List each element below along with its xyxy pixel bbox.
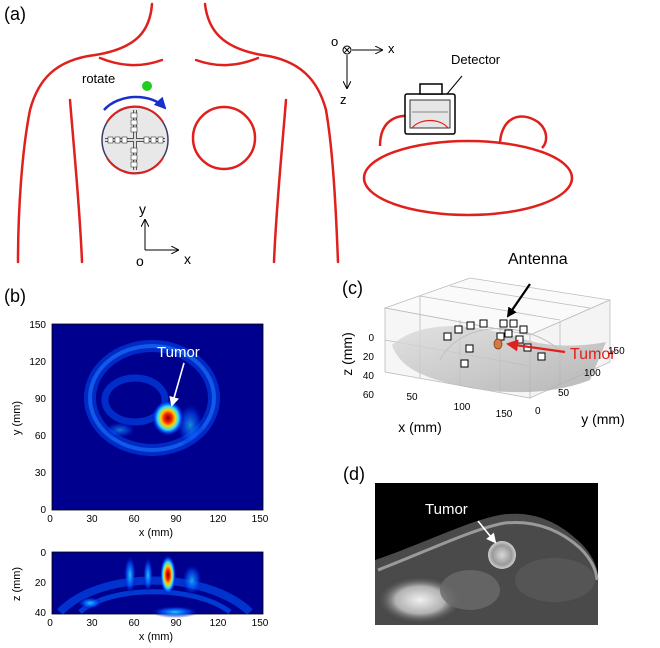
antenna-markers <box>443 319 546 368</box>
tumor-marker-3d <box>493 338 503 350</box>
z-tick: 0 <box>368 333 374 344</box>
y-tick: 50 <box>558 388 570 399</box>
xz-xtick: 60 <box>128 618 140 629</box>
tumor-hotspot-xy <box>152 400 184 436</box>
antenna-label: Antenna <box>508 251 568 268</box>
panel-b-label: (b) <box>4 286 26 306</box>
xz-ztick: 40 <box>35 608 47 619</box>
xy-ytick: 150 <box>29 320 46 331</box>
xy-ytick: 0 <box>40 505 46 516</box>
xy-ylabel: y (mm) <box>11 401 23 435</box>
x-tick: 50 <box>406 392 418 403</box>
side-axis-z-label: z <box>340 92 347 107</box>
front-axis-y-label: y <box>139 201 146 217</box>
panel-a: (a) <box>4 2 574 269</box>
xy-tumor-label: Tumor <box>157 344 200 361</box>
xy-xtick: 30 <box>86 514 98 525</box>
xy-xtick: 120 <box>210 514 227 525</box>
panel-c-label: (c) <box>342 278 363 298</box>
antenna-arrow <box>506 283 531 318</box>
front-axis-origin-label: o <box>136 253 144 269</box>
y-tick: 0 <box>535 406 541 417</box>
xz-heatmap <box>51 551 264 618</box>
xy-ytick: 30 <box>35 468 47 479</box>
xz-xtick: 150 <box>252 618 269 629</box>
surface-contour <box>439 328 561 361</box>
xy-xtick: 60 <box>128 514 140 525</box>
z-axis-label: z (mm) <box>339 332 355 376</box>
x-tick: 150 <box>496 409 513 420</box>
panel-b: (b) Tumor 0 30 60 90 120 150 150 120 90 … <box>4 286 269 643</box>
x-axis-label: x (mm) <box>398 419 442 435</box>
rotate-arrow <box>103 95 167 111</box>
tumor-hotspot-xz <box>160 555 176 595</box>
xy-xtick: 0 <box>47 514 53 525</box>
xz-ztick: 20 <box>35 578 47 589</box>
xy-ytick: 120 <box>29 357 46 368</box>
3d-axes-ticks: 0 20 40 60 50 100 150 0 50 100 150 z (mm… <box>339 332 625 435</box>
z-tick: 40 <box>363 371 375 382</box>
detector-label: Detector <box>451 52 501 67</box>
breast-outline-right <box>191 105 257 171</box>
detector-device: Detector <box>404 52 501 135</box>
mri-image: Tumor <box>375 483 599 625</box>
xy-xtick: 150 <box>252 514 269 525</box>
y-tick: 150 <box>608 346 625 357</box>
z-tick: 20 <box>363 352 375 363</box>
panel-c: (c) <box>339 251 625 435</box>
xz-ztick: 0 <box>40 548 46 559</box>
side-axis-x-label: x <box>388 41 395 56</box>
xz-ylabel: z (mm) <box>11 567 23 601</box>
breast-surface <box>392 326 606 393</box>
xy-ytick: 60 <box>35 431 47 442</box>
green-marker-dot <box>142 81 152 91</box>
x-tick: 100 <box>454 402 471 413</box>
xz-xtick: 90 <box>170 618 182 629</box>
side-axes: o x z <box>331 34 395 107</box>
xy-ytick: 90 <box>35 394 47 405</box>
xz-xlabel: x (mm) <box>139 631 173 643</box>
side-body-outline <box>362 114 574 217</box>
tumor-label-3d: Tumor <box>570 346 616 363</box>
xy-heatmap-axes: 0 30 60 90 120 150 150 120 90 60 30 0 x … <box>11 320 269 539</box>
torso-outline <box>16 2 340 264</box>
y-tick: 100 <box>584 368 601 379</box>
xy-xlabel: x (mm) <box>139 527 173 539</box>
xz-xtick: 0 <box>47 618 53 629</box>
antenna-array <box>101 105 169 175</box>
front-axes: y x o <box>136 201 191 269</box>
rotate-label: rotate <box>82 71 115 86</box>
side-axis-origin-label: o <box>331 34 338 49</box>
xy-heatmap: Tumor <box>51 323 264 511</box>
panel-a-label: (a) <box>4 4 26 24</box>
xz-xtick: 30 <box>86 618 98 629</box>
y-axis-label: y (mm) <box>581 411 625 427</box>
mri-tumor-label: Tumor <box>425 501 468 518</box>
xy-xtick: 90 <box>170 514 182 525</box>
front-axis-x-label: x <box>184 251 191 267</box>
panel-d: (d) Tumor <box>343 464 599 625</box>
xz-xtick: 120 <box>210 618 227 629</box>
mri-tumor <box>488 541 516 569</box>
xz-heatmap-axes: 0 30 60 90 120 150 0 20 40 x (mm) z (mm) <box>11 548 269 643</box>
tumor-arrow-3d <box>506 339 566 354</box>
z-tick: 60 <box>363 390 375 401</box>
panel-d-label: (d) <box>343 464 365 484</box>
